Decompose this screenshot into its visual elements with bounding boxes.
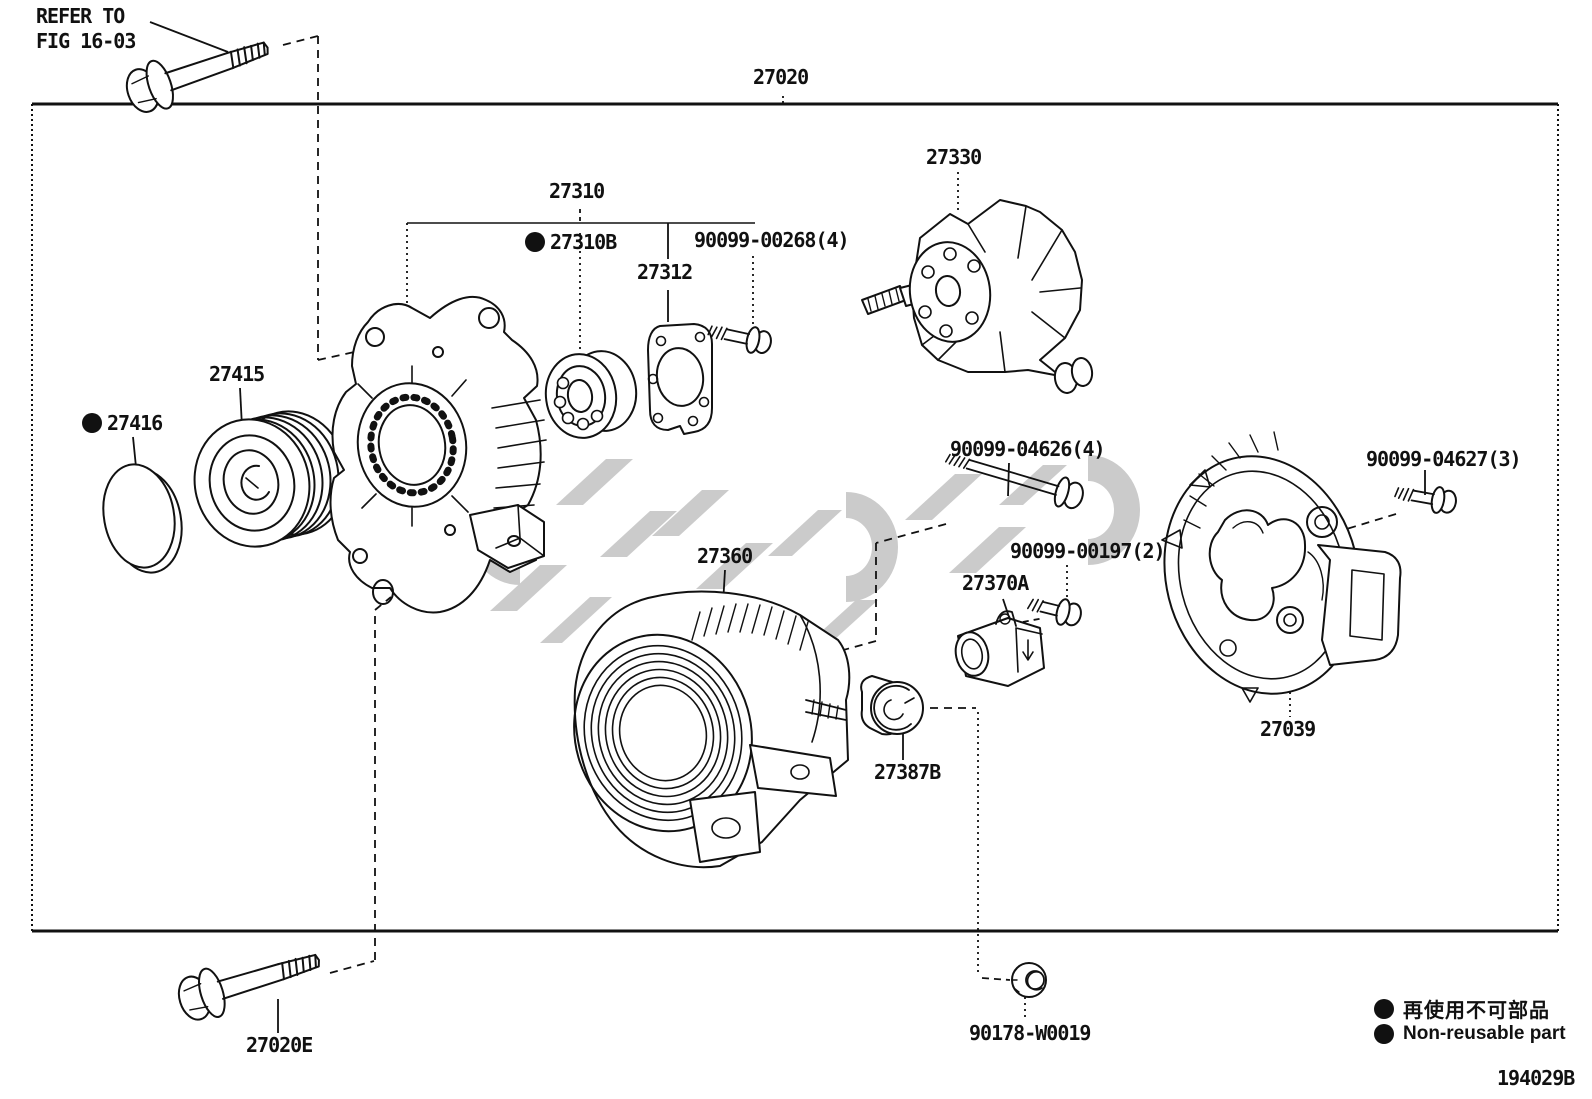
drawing-27310B-bearing [544,350,638,439]
drawing-90099-00268-bolt [707,325,772,354]
drawing-27039-rear-cover [1161,431,1402,703]
drawing-27330-rotor [861,199,1094,394]
drawing-27416-cap [102,463,183,574]
drawing-90099-04626-bolt [945,453,1084,510]
diagram-frame [31,102,1559,933]
drawing-refer-bolt [125,41,269,113]
drawing-27312-retainer [647,323,713,435]
drawing-27310-front-bracket [329,295,547,614]
drawing-90099-00197-bolt [1027,598,1082,627]
drawing-90178-W0019-nut [1011,962,1047,998]
drawing-27020E-bolt [177,953,320,1021]
drawing-27360-stator [573,590,851,869]
drawing-27387B-insulator [860,675,924,736]
drawing-90099-04627-bolt [1394,486,1457,514]
drawing-27370A-regulator [954,610,1045,687]
drawing-27415-pulley [193,410,348,548]
